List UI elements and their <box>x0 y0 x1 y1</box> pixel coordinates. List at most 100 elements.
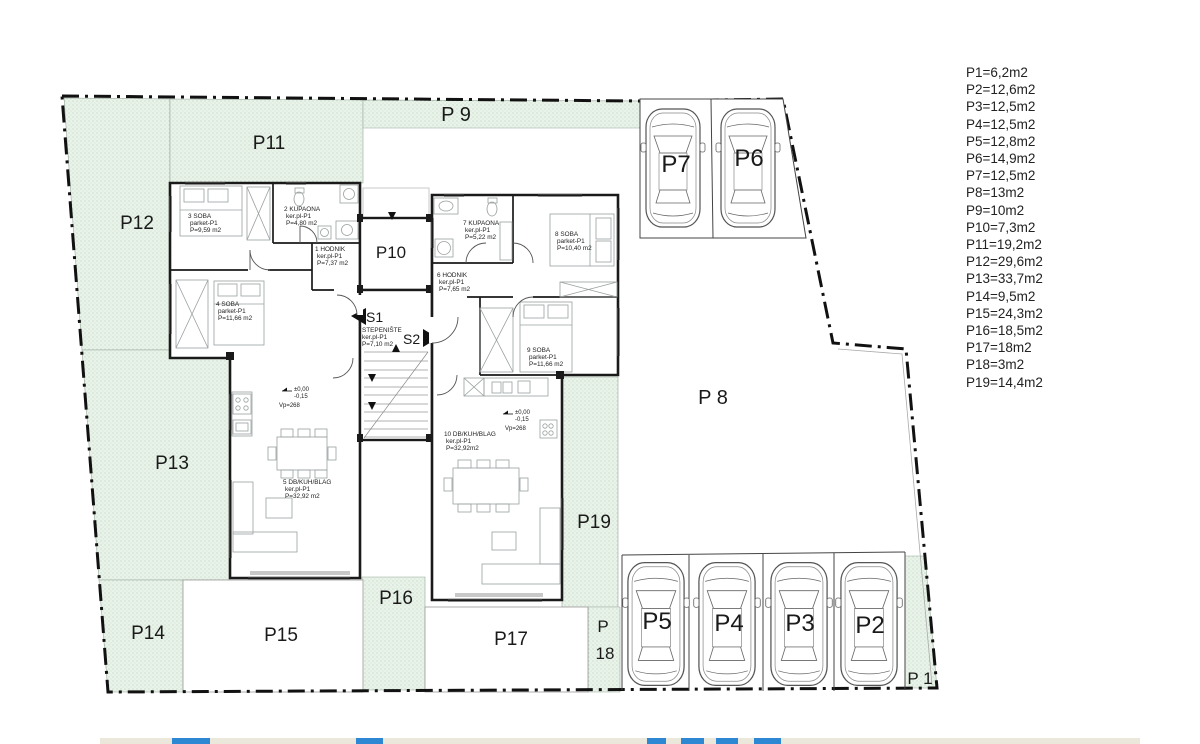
apartment1-furniture <box>175 184 359 553</box>
legend-item: P2=12,6m2 <box>966 82 1036 98</box>
doors <box>249 225 534 396</box>
level-text: Vp=268 <box>505 426 527 432</box>
legend-item: P13=33,7m2 <box>966 271 1043 287</box>
legend-item: P3=12,5m2 <box>966 99 1036 115</box>
room-label: P=4,80 m2 <box>286 220 318 227</box>
area-label-p19: P19 <box>577 512 611 533</box>
room-label: 9 SOBA <box>527 347 551 354</box>
room-label: P=5,22 m2 <box>465 234 497 241</box>
stair-block <box>351 187 438 442</box>
room-label: ker.pl-P1 <box>465 227 491 234</box>
terrace-edge <box>455 593 543 597</box>
legend-item: P12=29,6m2 <box>966 254 1043 270</box>
area-label-p12: P12 <box>120 213 154 234</box>
stall-label-p5: P5 <box>642 608 671 635</box>
room-label: 4 SOBA <box>216 301 240 308</box>
apartment1-floorplan <box>168 181 362 580</box>
room-label: 10 DB/KUH/BLAG <box>444 431 496 438</box>
legend-item: P8=13m2 <box>966 185 1025 201</box>
area-label-p9: P 9 <box>441 104 471 126</box>
stair-up-arrow <box>392 344 400 352</box>
terrace-edge <box>250 571 350 575</box>
legend-item: P17=18m2 <box>966 340 1032 356</box>
green-areas <box>63 97 938 693</box>
room-label: P=32,92m2 <box>446 445 479 452</box>
area-p11 <box>169 98 364 184</box>
stair-label-s1: S1 <box>366 309 383 325</box>
stair-down-arrow <box>368 374 376 382</box>
legend-item: P19=14,4m2 <box>966 374 1043 390</box>
level-text: ±0,00 <box>294 387 310 393</box>
room-label: parket-P1 <box>218 308 246 315</box>
room-label: parket-P1 <box>190 220 218 227</box>
area-p17 <box>424 606 589 693</box>
room-label: 5 DB/KUH/BLAG <box>283 479 331 486</box>
legend-item: P1=6,2m2 <box>966 65 1028 80</box>
area-p9 <box>362 99 641 129</box>
room-label: ker.pl-P1 <box>317 253 343 260</box>
level-text: ±0,00 <box>515 410 531 416</box>
stair-down-arrow <box>368 402 376 410</box>
parking-top <box>639 98 807 239</box>
stall-label-p7: P7 <box>661 151 690 178</box>
legend-item: P7=12,5m2 <box>966 168 1036 184</box>
area-label-p18: P <box>597 617 608 636</box>
legend-item: P9=10m2 <box>966 202 1025 218</box>
legend-item: P4=12,5m2 <box>966 116 1036 132</box>
room-label: 7 KUPAONA <box>463 220 500 227</box>
room-label: P=7,65 m2 <box>439 286 471 293</box>
room-label: 8 SOBA <box>555 231 579 238</box>
room-label: P=11,66 m2 <box>218 315 253 322</box>
apartment2-room-labels: 7 KUPAONA ker.pl-P1 P=5,22 m2 8 SOBA par… <box>437 220 592 452</box>
room-label: 3 SOBA <box>188 213 212 220</box>
stair-room-floor: ker.pl-P1 <box>362 334 388 341</box>
area-label-p16: P16 <box>379 588 413 609</box>
room-label: 6 HODNIK <box>437 272 468 279</box>
area-p19 <box>561 376 619 608</box>
area-label-p1: P 1 <box>907 669 932 688</box>
windows <box>168 181 620 602</box>
legend-item: P11=19,2m2 <box>966 237 1042 253</box>
wall-pillars <box>226 214 564 442</box>
level-text: -0,15 <box>515 417 529 423</box>
legend-item: P15=24,3m2 <box>966 305 1043 321</box>
legend-item: P5=12,8m2 <box>966 133 1036 149</box>
stall-label-p2: P2 <box>855 612 884 639</box>
room-label: ker.pl-P1 <box>286 213 312 220</box>
strip-segment <box>356 738 383 744</box>
stall-label-p6: P6 <box>734 145 763 172</box>
stall-label-p3: P3 <box>785 610 814 637</box>
apartment2-floorplan <box>430 193 620 602</box>
strip-segment <box>716 738 738 744</box>
room-label: 2 KUPAONA <box>284 206 321 213</box>
level-text: -0,15 <box>294 394 308 400</box>
room-label: ker.pl-P1 <box>285 486 311 493</box>
area-label-p15: P15 <box>264 625 298 646</box>
strip-segment <box>754 738 781 744</box>
strip-segment <box>172 738 210 744</box>
stair-label-s2: S2 <box>403 331 420 347</box>
area-label-p17: P17 <box>494 629 528 650</box>
stair-room-area: P=7,10 m2 <box>362 341 394 348</box>
room-label: parket-P1 <box>529 354 557 361</box>
room-label: ker.pl-P1 <box>439 279 465 286</box>
area-label-p11: P11 <box>253 133 285 154</box>
stair-room-name: STEPENIŠTE <box>362 325 402 334</box>
legend-item: P16=18,5m2 <box>966 323 1043 339</box>
room-label: P=32,92 m2 <box>285 493 320 500</box>
area-label-p8: P 8 <box>698 387 728 409</box>
stall-label-p4: P4 <box>714 610 743 637</box>
room-label: P=7,37 m2 <box>317 260 349 267</box>
legend-item: P10=7,3m2 <box>966 219 1036 235</box>
level-marker <box>282 387 513 415</box>
bottom-image-strip <box>100 738 1140 744</box>
area-label-p10: P10 <box>376 243 406 262</box>
room-label: P=10,40 m2 <box>557 245 592 252</box>
strip-segment <box>647 738 666 744</box>
room-label: ker.pl-P1 <box>446 438 472 445</box>
legend-item: P14=9,5m2 <box>966 288 1036 304</box>
area-p15 <box>182 579 364 693</box>
boundary-inner-line <box>837 348 933 686</box>
